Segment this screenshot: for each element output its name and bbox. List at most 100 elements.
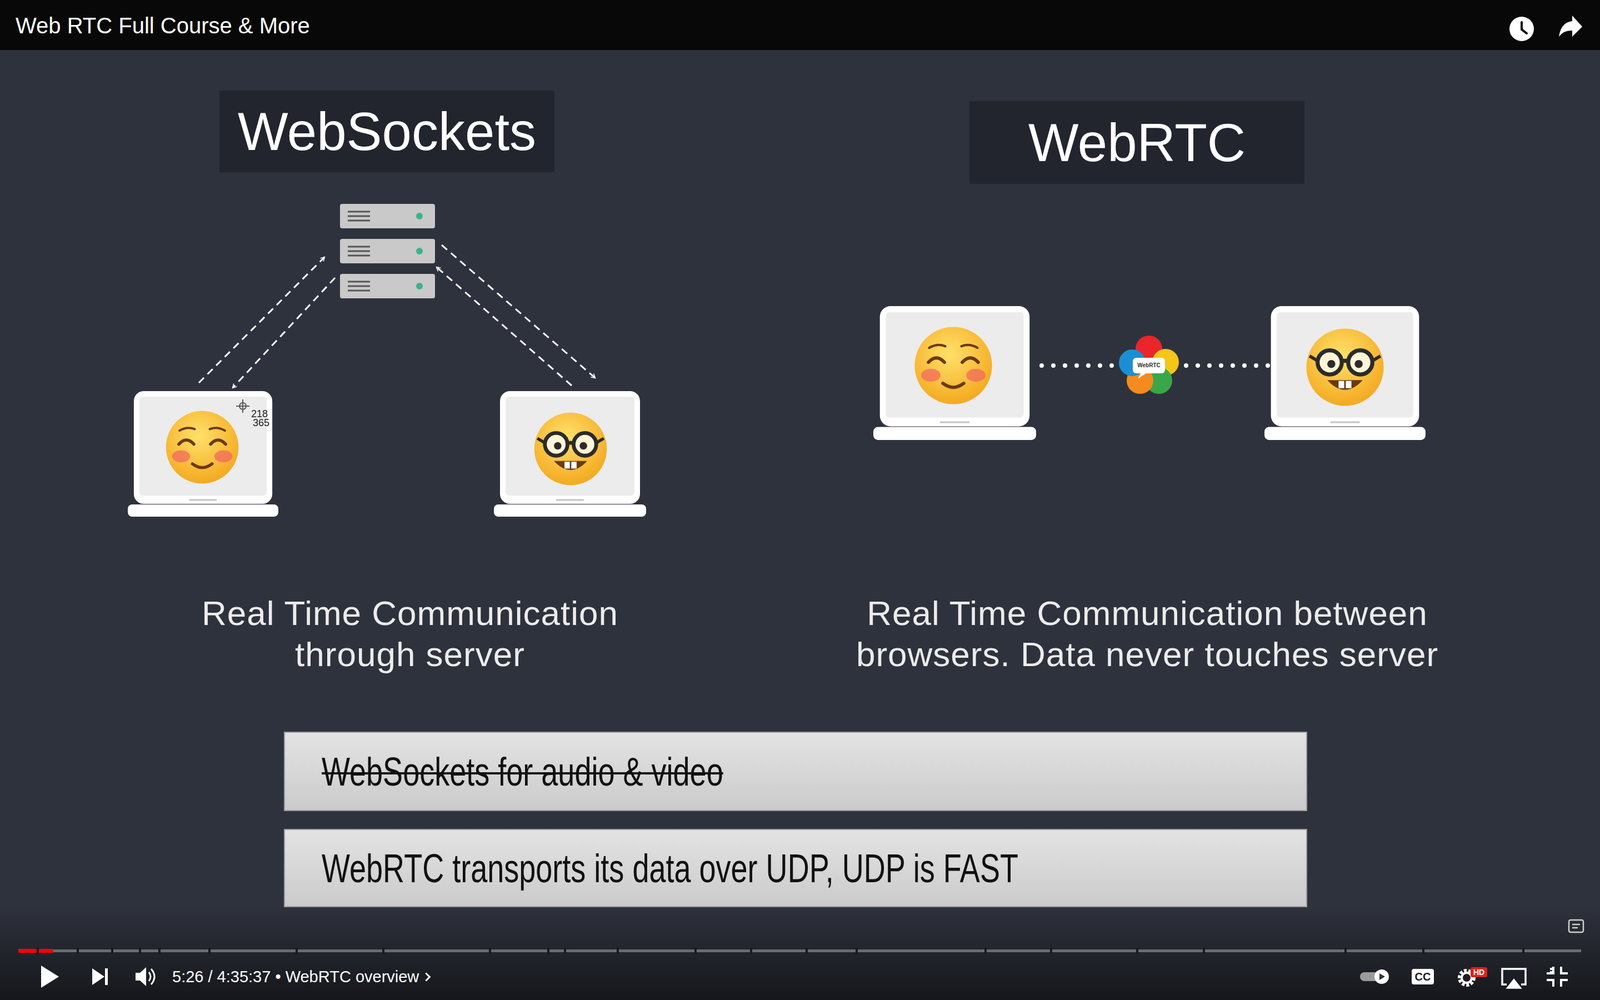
- clock-face: [1509, 16, 1534, 42]
- clock-hands: [1521, 22, 1527, 34]
- dashed-arrow: [232, 277, 335, 388]
- options-frame: [1568, 920, 1584, 933]
- next-triangle: [92, 968, 105, 985]
- video-title: Web RTC Full Course & More: [15, 13, 310, 39]
- heading-text: WebRTC: [1028, 112, 1246, 174]
- gear-ring: [1461, 972, 1472, 983]
- corner: [1546, 966, 1554, 974]
- heading-text: WebSockets: [237, 101, 537, 163]
- chapter-gap: [158, 947, 161, 954]
- laptop-illustration: [1264, 306, 1426, 440]
- hd-label: HD: [1470, 967, 1488, 978]
- chapter-gap: [563, 947, 567, 954]
- websocket-arrows: [198, 245, 595, 388]
- caption: Real Time Communication through server: [160, 592, 660, 675]
- cursor-crosshair: [236, 399, 250, 413]
- chapter-gap: [805, 947, 808, 954]
- logo-text: WebRTC: [1133, 362, 1165, 369]
- crosshair-line: [242, 399, 244, 413]
- speaker: [135, 967, 147, 987]
- progress-played: [18, 948, 54, 953]
- chapter-gap: [984, 947, 987, 954]
- dotted-line: [1041, 363, 1113, 368]
- controls-shade: [0, 905, 1600, 1000]
- settings-icon: [1459, 967, 1488, 985]
- airplay-triangle: [1507, 980, 1520, 988]
- cursor-coordinate: 365: [252, 416, 270, 429]
- chapter-gap: [208, 947, 211, 954]
- time-chapter: 5:26 / 4:35:37 • WebRTC overview: [172, 967, 419, 987]
- laptop-illustration: [127, 391, 279, 517]
- chapter-gap: [855, 947, 858, 954]
- toggle-knob: [1374, 969, 1389, 984]
- logo-bubble-tail: [1137, 372, 1147, 379]
- options-line: [1572, 923, 1580, 926]
- corner: [1561, 980, 1568, 987]
- struck-note-box: WebSockets for audio & video: [283, 731, 1308, 812]
- top-bar: [0, 0, 1600, 50]
- note-text: WebSockets for audio & video: [321, 748, 724, 795]
- note-text: WebRTC transports its data over UDP, UDP…: [321, 845, 1019, 892]
- dashed-arrow: [198, 257, 325, 383]
- webrtc-logo: [1118, 335, 1179, 394]
- server-unit: [340, 273, 435, 299]
- chapter-gap: [547, 947, 550, 954]
- chapter-gap: [1136, 947, 1139, 954]
- chapter-gap: [76, 947, 79, 954]
- logo-bubble: [1132, 357, 1165, 374]
- captions-label: CC: [1411, 970, 1434, 984]
- corner: [1546, 980, 1554, 987]
- corner: [1561, 966, 1568, 974]
- blushing-emoji: [914, 326, 992, 404]
- toggle-play: [1379, 973, 1385, 980]
- note-box: WebRTC transports its data over UDP, UDP…: [283, 828, 1308, 908]
- chapter-gap: [382, 947, 385, 954]
- nerd-emoji: [534, 412, 608, 486]
- section-heading: WebRTC: [969, 101, 1305, 184]
- chapter-gap: [1202, 947, 1205, 954]
- dotted-line: [1186, 363, 1269, 368]
- chapter-gap: [138, 947, 142, 954]
- chapter-gap: [1522, 947, 1525, 954]
- exit-fullscreen-icon: [1546, 966, 1568, 987]
- play-icon: [41, 965, 59, 988]
- nerd-emoji: [1306, 328, 1384, 406]
- chapter-gap: [111, 947, 114, 954]
- chapter-chevron: [425, 973, 430, 982]
- hd-badge: [1470, 967, 1488, 978]
- progress-bar: [18, 947, 1582, 954]
- blushing-emoji: [166, 411, 239, 484]
- caption: Real Time Communication between browsers…: [808, 592, 1487, 675]
- share-icon: [1558, 15, 1583, 37]
- next-icon: [92, 968, 108, 985]
- chapter-gap: [1422, 947, 1425, 954]
- chapter-gap: [1050, 947, 1053, 954]
- watch-later-icon: [1509, 16, 1534, 42]
- dashed-arrow: [441, 245, 595, 378]
- options-line: [1572, 927, 1578, 929]
- laptop-illustration: [873, 306, 1037, 440]
- server-unit: [340, 238, 435, 264]
- progress-track: [18, 949, 1582, 953]
- chapter-gap: [616, 947, 619, 954]
- server-stack: [340, 203, 435, 299]
- chapter-gap: [1344, 947, 1347, 954]
- sound-wave: [151, 968, 155, 985]
- chapter-gaps: [36, 947, 1525, 954]
- dashed-arrow: [436, 267, 572, 386]
- chapter-gap: [694, 947, 697, 954]
- server-unit: [340, 203, 435, 229]
- volume-icon: [135, 967, 155, 987]
- chapter-gap: [488, 947, 492, 954]
- autoplay-toggle: [1360, 969, 1389, 984]
- chapter-gap: [36, 947, 39, 954]
- sound-wave: [148, 972, 151, 982]
- chapter-gap: [750, 947, 753, 954]
- next-bar: [105, 968, 108, 985]
- chapter-gap: [295, 947, 298, 954]
- captions-icon: [1411, 968, 1434, 985]
- screen-options-icon: [1568, 920, 1584, 933]
- airplay-icon: [1502, 968, 1526, 988]
- section-heading: WebSockets: [219, 90, 555, 173]
